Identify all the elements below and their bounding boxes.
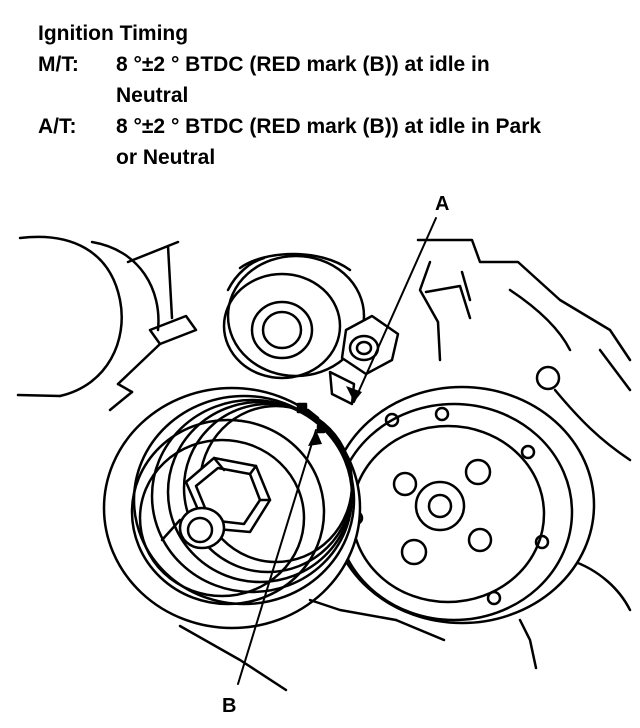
at-spec-row: A/T: 8 °±2 ° BTDC (RED mark (B)) at idle… (38, 111, 628, 173)
engine-casting-left (16, 235, 198, 412)
at-label: A/T: (38, 115, 77, 138)
ignition-timing-spec: Ignition Timing M/T: 8 °±2 ° BTDC (RED m… (38, 18, 628, 173)
callout-a-label: A (435, 193, 449, 215)
callout-b-arrowhead (308, 430, 322, 446)
callout-b-leader (237, 429, 317, 685)
spec-title: Ignition Timing (38, 22, 189, 45)
timing-marks (296, 402, 326, 434)
mt-spec-row: M/T: 8 °±2 ° BTDC (RED mark (B)) at idle… (38, 49, 628, 111)
at-value: 8 °±2 ° BTDC (RED mark (B)) at idle in P… (116, 111, 628, 173)
mt-label: M/T: (38, 53, 79, 76)
engine-block-right (416, 238, 632, 612)
mt-value-line2: Neutral (116, 84, 189, 107)
callout-b-label: B (222, 695, 236, 717)
water-pump-pulley (328, 385, 596, 670)
mt-value-line1: 8 °±2 ° BTDC (RED mark (B)) at idle in (116, 53, 490, 76)
idler-pulley (222, 252, 366, 380)
mt-value: 8 °±2 ° BTDC (RED mark (B)) at idle in N… (116, 49, 628, 111)
at-value-line1: 8 °±2 ° BTDC (RED mark (B)) at idle in P… (116, 115, 542, 138)
crankshaft-pulley (102, 386, 362, 630)
callout-a-leader (353, 217, 437, 403)
callout-a-arrowhead (346, 386, 362, 402)
at-value-line2: or Neutral (116, 146, 216, 169)
lower-casting (178, 598, 446, 692)
